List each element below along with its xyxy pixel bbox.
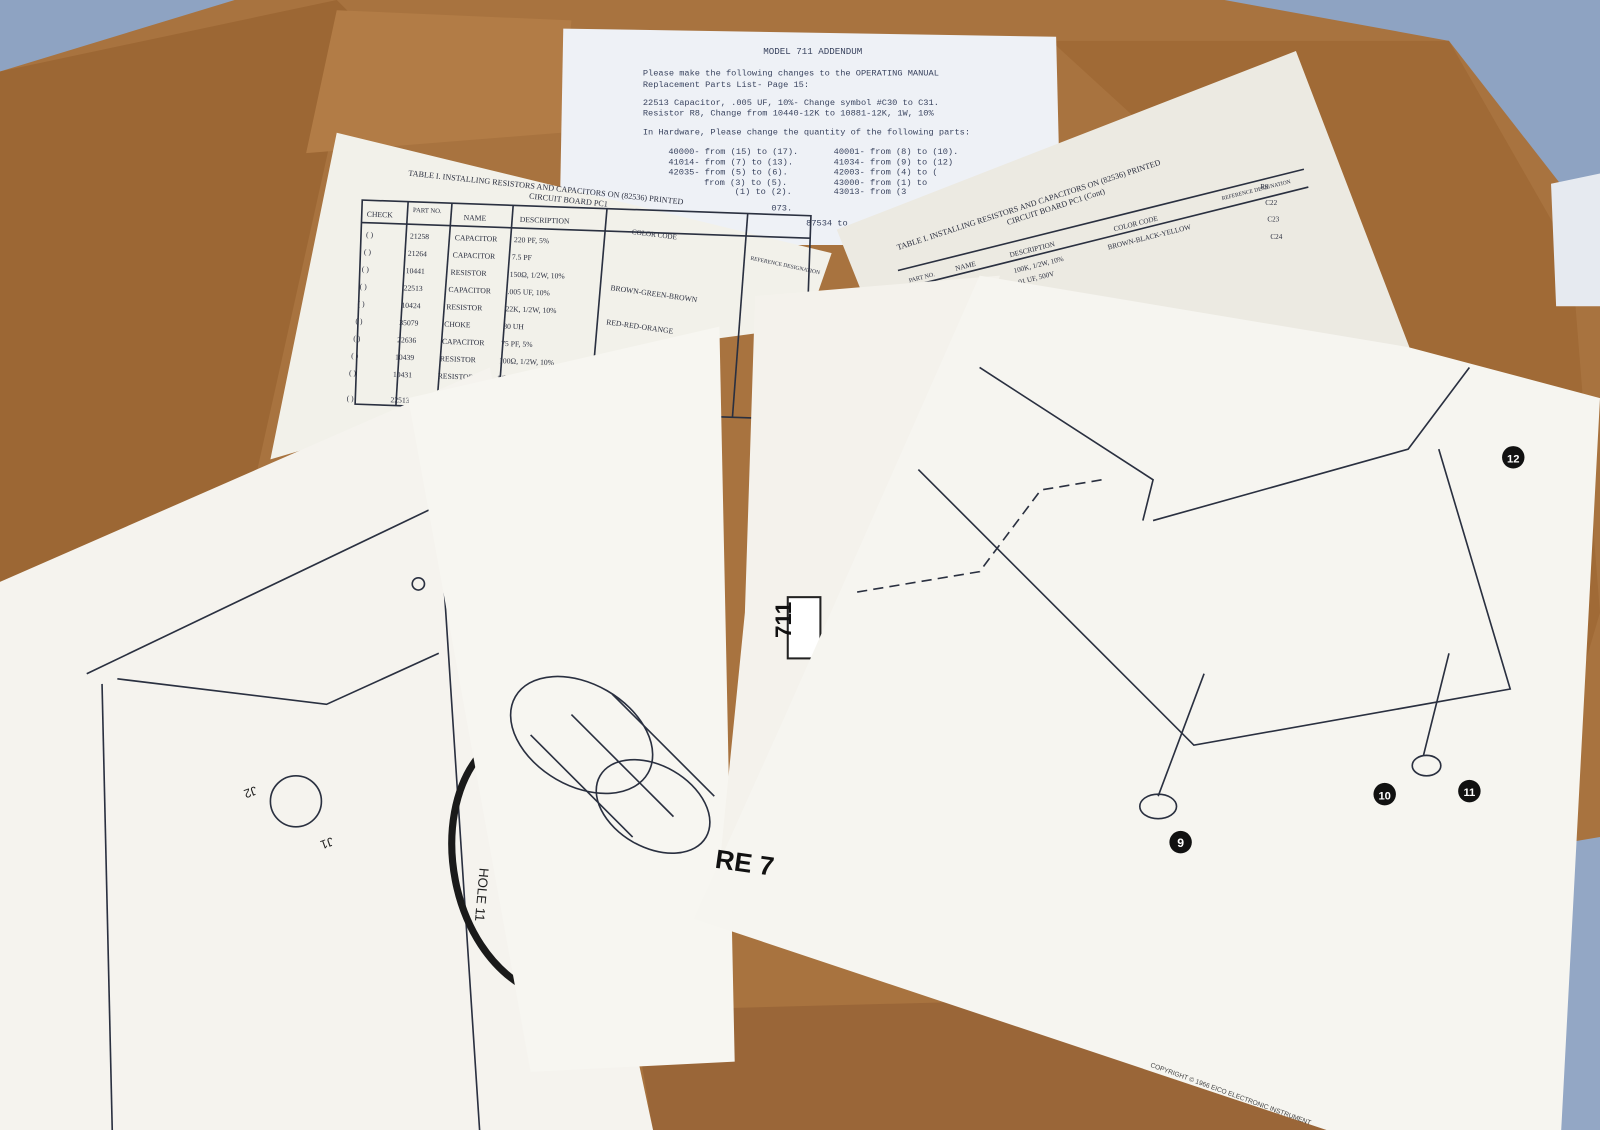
table-cell: CAPACITOR	[455, 233, 499, 244]
table-cell: 22636	[397, 335, 417, 345]
column-header: DESCRIPTION	[520, 215, 570, 226]
switch-label: J2	[242, 783, 259, 801]
table-row: ( ) 21258 CAPACITOR 220 PF, 5%	[366, 230, 550, 245]
table-cell: ( )	[355, 316, 363, 325]
hole-label: HOLE 11	[472, 867, 492, 922]
parts-table-page: TABLE I. INSTALLING RESISTORS AND CAPACI…	[270, 132, 832, 460]
table-cell: 75 PF, 5%	[501, 339, 533, 349]
addendum-line: Resistor R8, Change from 10440-12K to 10…	[643, 108, 935, 118]
addendum-title: MODEL 711 ADDENDUM	[763, 46, 862, 57]
table-cell: 100Ω, 1/2W, 10%	[499, 356, 555, 367]
table-row: ( ) 21264 CAPACITOR 7.5 PF	[364, 247, 532, 262]
table-cell: 30 UH	[503, 322, 524, 332]
table-cell: .005 UF, 10%	[507, 287, 550, 297]
table-row: ( ) 22513 CAPACITOR .005 UF, 10%	[360, 282, 551, 298]
drawing-sheet-middle	[408, 326, 735, 1072]
addendum-line: In Hardware, Please change the quantity …	[643, 128, 970, 138]
table-cell: 35079	[399, 318, 419, 328]
parts-line: from (3) to (5).	[704, 178, 787, 188]
table-cell: 22513	[403, 283, 423, 293]
table-row: ( ) 35079 CHOKE 30 UH	[355, 316, 524, 331]
callout-label: 11	[1463, 787, 1475, 799]
table-cell: RESISTOR	[440, 354, 477, 364]
table-cell: ( )	[366, 230, 374, 239]
parts-fragment: 87534 to	[806, 219, 848, 229]
table-cell: CHOKE	[444, 320, 471, 330]
table-row: ( ) 22513	[346, 394, 409, 405]
table-cell: 220 PF, 5%	[514, 235, 550, 245]
table-cell: CAPACITOR	[442, 337, 486, 348]
callout-12: 12	[1502, 446, 1525, 469]
table-cell: 22513	[390, 395, 410, 405]
table-cell: ( )	[351, 351, 359, 360]
column-header: NAME	[464, 213, 487, 223]
reference-cell: C24	[1270, 233, 1282, 241]
table-cell: ( )	[349, 368, 357, 377]
reference-cell: R9	[1260, 183, 1269, 191]
parts-line: 43000- from (1) to	[834, 178, 927, 188]
table-cell: CAPACITOR	[448, 285, 492, 296]
table-cell: ( )	[360, 282, 368, 291]
table-cell: ( )	[362, 265, 370, 274]
switch-label: J1	[318, 834, 335, 852]
callout-label: 12	[1507, 453, 1519, 465]
callout-label: 9	[1177, 836, 1184, 850]
drawing-sheet-exploded-view: RE 7 9 10 11 12 COPYRIGHT © 1966 EICO EL…	[693, 275, 1600, 1130]
parts-line: 42003- from (4) to (	[834, 168, 938, 178]
table-row: ( ) 10439 RESISTOR 100Ω, 1/2W, 10%	[351, 351, 555, 367]
addendum-line: Replacement Parts List- Page 15:	[643, 80, 809, 90]
parts-line: 43013- from (3	[834, 187, 907, 197]
parts-fragment: 073.	[771, 203, 792, 213]
callout-label: 10	[1378, 790, 1390, 802]
table-cell: CAPACITOR	[453, 250, 497, 261]
table-cell: 150Ω, 1/2W, 10%	[510, 270, 566, 281]
table-cell: 21258	[410, 232, 430, 242]
addendum-sheet: MODEL 711 ADDENDUM Please make the follo…	[559, 28, 1062, 245]
table-cell: 10441	[406, 266, 426, 276]
reference-cell: C23	[1267, 216, 1279, 224]
addendum-line: 22513 Capacitor, .005 UF, 10%- Change sy…	[643, 98, 939, 108]
table-cell: RESISTOR	[450, 268, 487, 278]
parts-line: 40000- from (15) to (17).	[668, 147, 798, 157]
callout-11: 11	[1458, 779, 1481, 803]
table-cell: 22K, 1/2W, 10%	[505, 304, 557, 315]
addendum-line: Please make the following changes to the…	[643, 69, 939, 79]
parts-line: 40001- from (8) to (10).	[834, 147, 959, 157]
table-cell: RESISTOR	[438, 371, 475, 381]
column-header: PART NO.	[413, 207, 442, 215]
table-cell: 10424	[401, 301, 421, 311]
parts-line: (1) to (2).	[735, 187, 792, 197]
callout-10: 10	[1373, 782, 1396, 806]
parts-line: 41014- from (7) to (13).	[668, 157, 793, 167]
callout-9: 9	[1169, 830, 1192, 854]
table-cell: ( )	[357, 299, 365, 308]
table-row: ( ) 22636 CAPACITOR 75 PF, 5%	[353, 334, 533, 349]
parts-line: 41034- from (9) to (12)	[834, 157, 953, 167]
table-cell: RESISTOR	[446, 302, 483, 312]
table-cell: 7.5 PF	[512, 252, 532, 262]
column-header: CHECK	[367, 210, 394, 220]
table-cell: 10431	[393, 370, 413, 380]
table-cell: ( )	[346, 394, 354, 403]
table-cell: ( )	[353, 334, 361, 343]
model-tab: 711	[771, 602, 796, 638]
reference-cell: C22	[1265, 199, 1277, 207]
table-cell: 21264	[408, 249, 428, 259]
table-cell: ( )	[364, 247, 372, 256]
parts-line: 42035- from (5) to (6).	[668, 168, 787, 178]
table-cell: 10439	[395, 353, 415, 363]
